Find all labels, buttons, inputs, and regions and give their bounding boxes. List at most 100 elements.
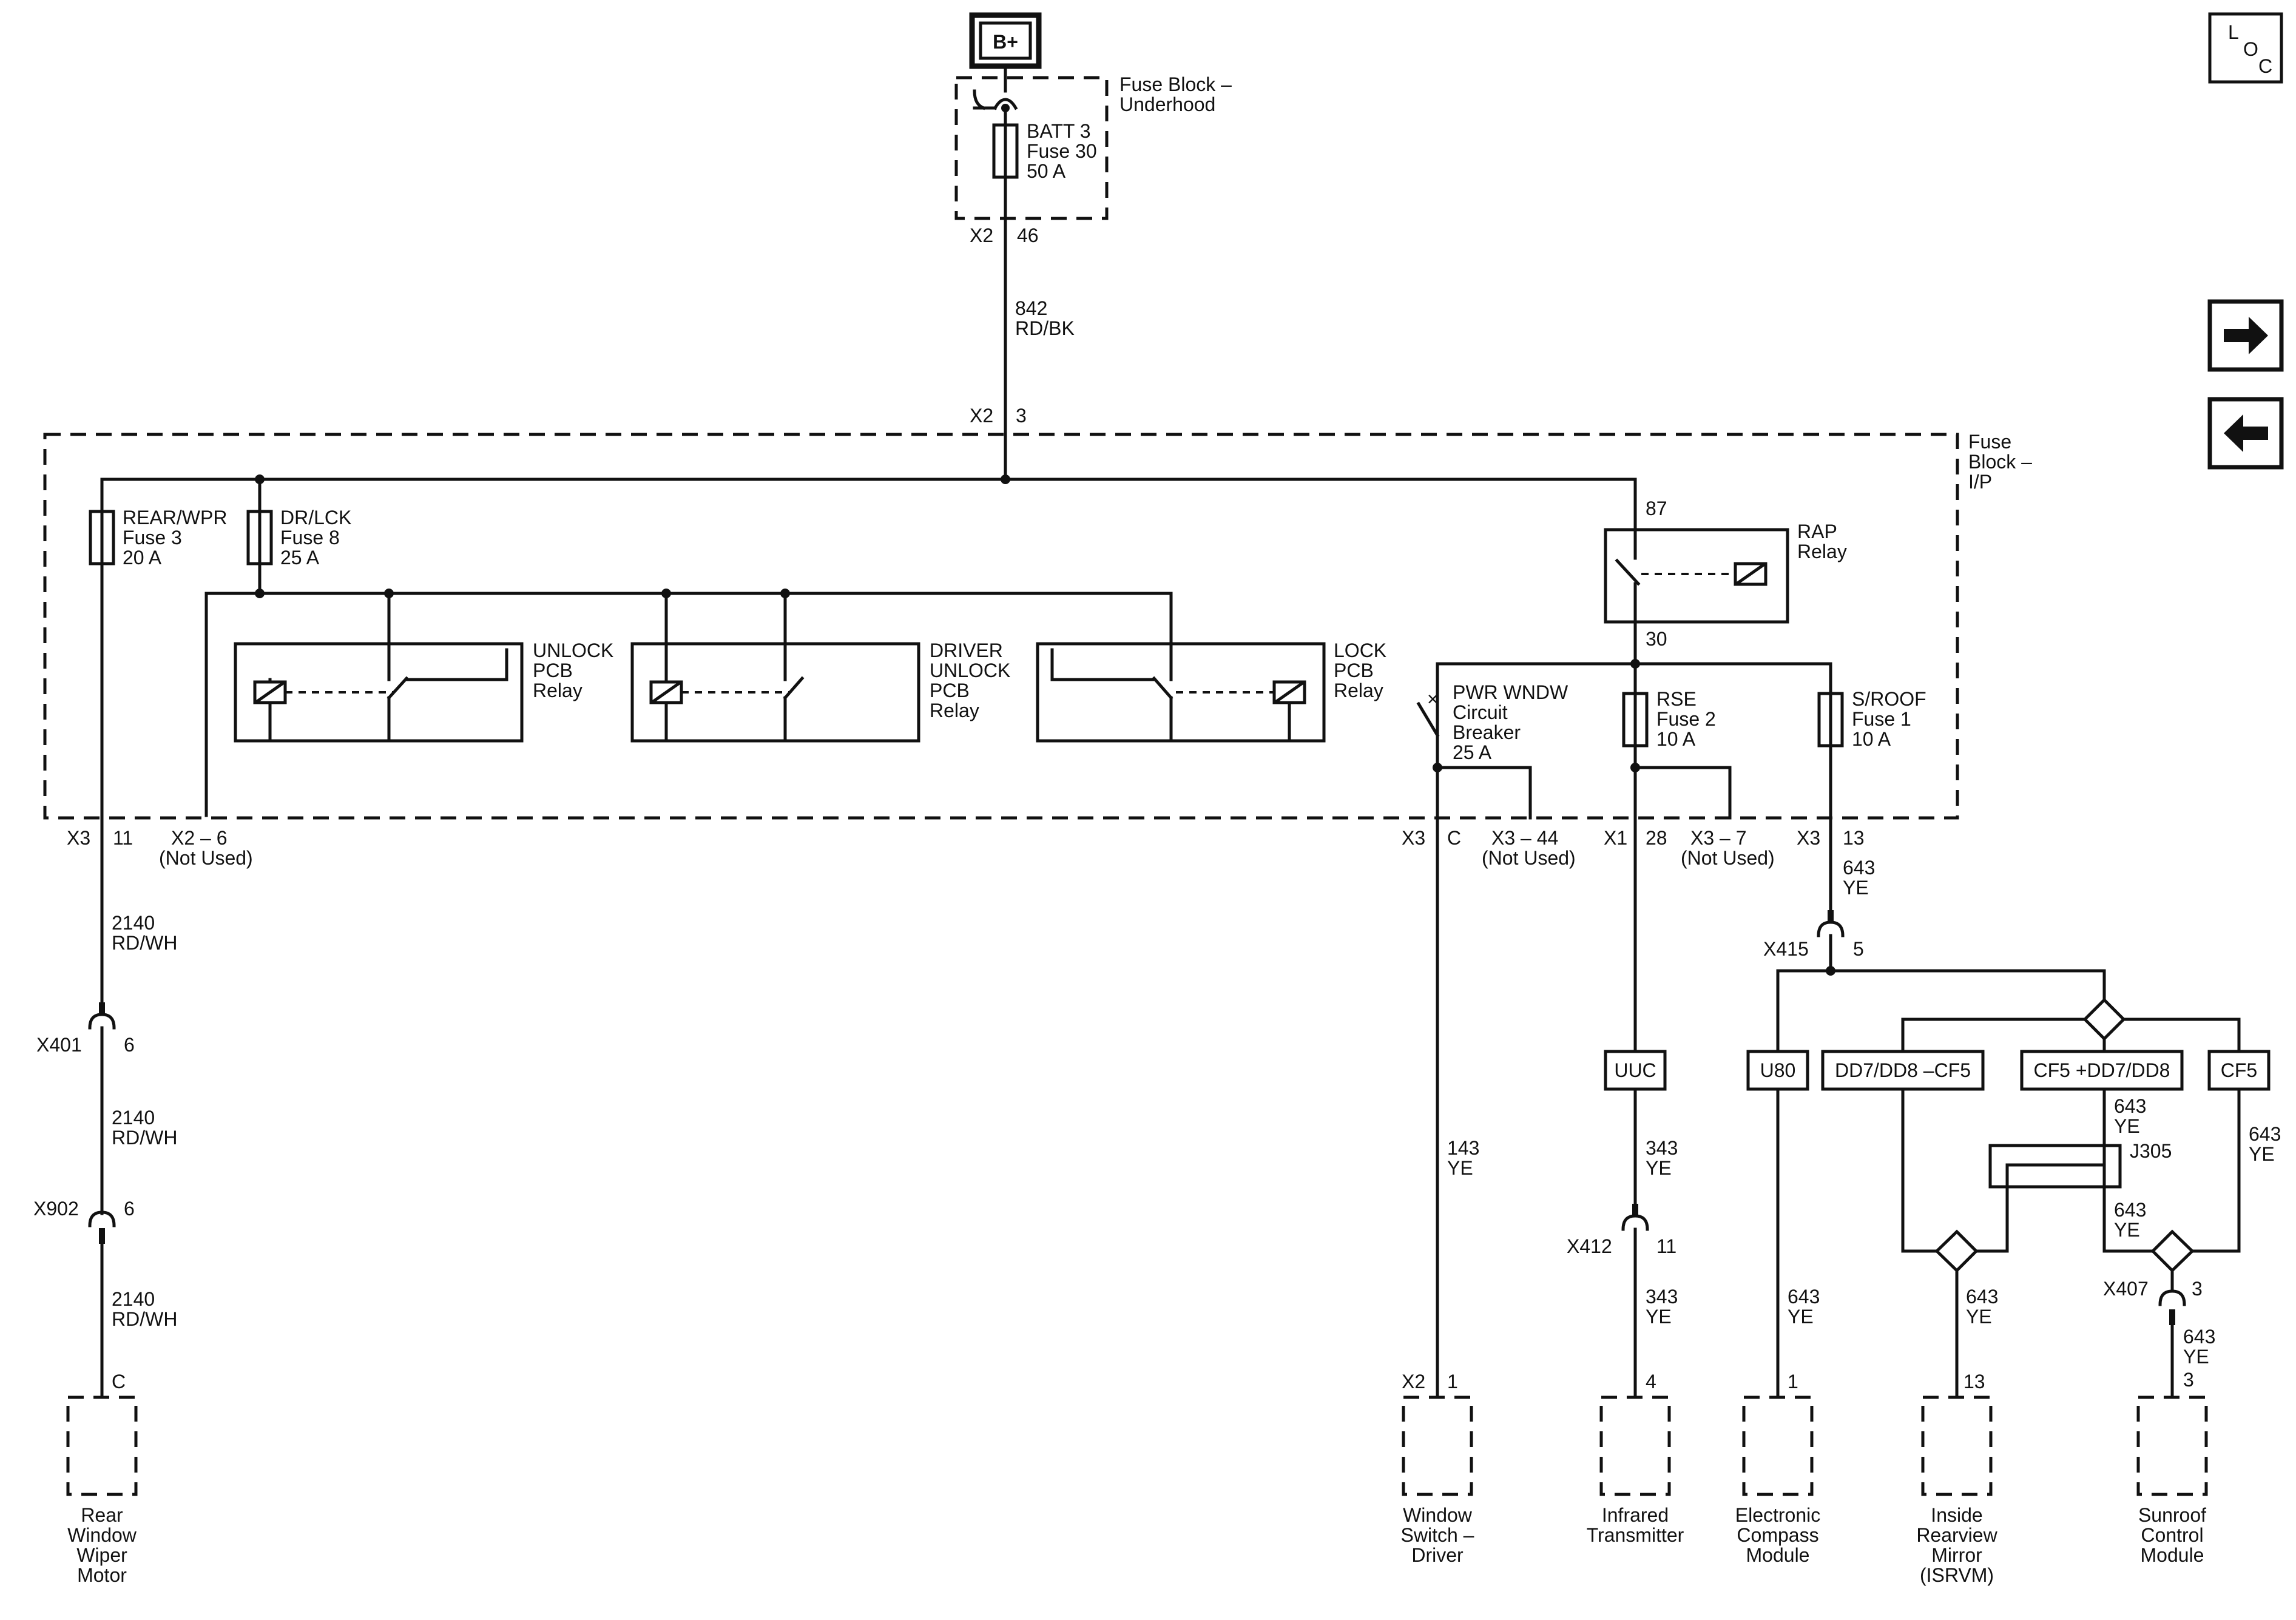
dr-lck-label: DR/LCK [280, 507, 351, 528]
svg-text:Fuse 2: Fuse 2 [1656, 708, 1716, 730]
wire-343-label-b: 343 [1646, 1286, 1678, 1308]
svg-text:C: C [1447, 827, 1461, 849]
svg-text:PCB: PCB [930, 680, 970, 701]
infrared-label: Infrared [1602, 1504, 1669, 1526]
svg-text:20 A: 20 A [123, 547, 162, 569]
conn-x1-28: X1 [1604, 827, 1627, 849]
sroof-fuse: S/ROOF Fuse 1 10 A [1817, 688, 1926, 912]
svg-text:13: 13 [1963, 1371, 1985, 1392]
compass-label: Electronic [1735, 1504, 1821, 1526]
svg-text:(ISRVM): (ISRVM) [1920, 1564, 1994, 1586]
svg-text:X902: X902 [33, 1198, 79, 1220]
svg-text:YE: YE [2183, 1346, 2209, 1368]
lock-relay-label: LOCK [1334, 640, 1386, 661]
fuse-block-ip [43, 433, 1959, 820]
svg-text:PCB: PCB [1334, 660, 1374, 681]
wire-2140-label-c: 2140 [112, 1288, 155, 1310]
wire-643-label-top: 643 [1843, 857, 1875, 879]
splice-j305: J305 [1974, 1140, 2172, 1253]
wire-643-label-u80: 643 [1788, 1286, 1820, 1308]
svg-text:Compass: Compass [1737, 1524, 1818, 1546]
batt3-label: BATT 3 [1027, 120, 1091, 142]
wire-343-label-a: 343 [1646, 1137, 1678, 1159]
svg-text:Breaker: Breaker [1453, 721, 1521, 743]
wire-643-label-cf5: 643 [2249, 1123, 2281, 1145]
wire-143-label: 143 [1447, 1137, 1479, 1159]
svg-text:Control: Control [2141, 1524, 2203, 1546]
connector-x412: X412 11 [1567, 1204, 1676, 1257]
unlock-relay-label: UNLOCK [533, 640, 613, 661]
svg-text:C: C [2258, 55, 2272, 77]
svg-text:Relay: Relay [930, 700, 979, 721]
fuse-block-underhood: Fuse Block – Underhood BATT 3 Fuse 30 50… [954, 73, 1232, 220]
conn-x3-7: X3 – 7 [1690, 827, 1747, 849]
option-cf5: CF5 [2221, 1059, 2257, 1081]
driver-unlock-pcb-relay: DRIVER UNLOCK PCB Relay [630, 592, 1010, 743]
svg-text:Driver: Driver [1411, 1544, 1464, 1566]
rse-label: RSE [1656, 688, 1697, 710]
option-u80: U80 [1760, 1059, 1796, 1081]
svg-text:1: 1 [1788, 1371, 1798, 1392]
svg-text:YE: YE [1788, 1306, 1814, 1328]
svg-text:6: 6 [124, 1034, 135, 1056]
svg-text:25 A: 25 A [1453, 741, 1492, 763]
battery-power-source: B+ [969, 12, 1042, 69]
previous-page-arrow-icon[interactable] [2207, 397, 2284, 470]
svg-text:UNLOCK: UNLOCK [930, 660, 1010, 681]
svg-text:O: O [2243, 38, 2258, 60]
svg-text:X407: X407 [2103, 1278, 2149, 1300]
svg-text:10 A: 10 A [1852, 728, 1891, 750]
svg-text:X412: X412 [1567, 1235, 1612, 1257]
conn-x3-13: X3 [1797, 827, 1820, 849]
driver-unlock-relay-label: DRIVER [930, 640, 1003, 661]
option-uuc-box [1604, 1050, 1667, 1091]
svg-text:Switch –: Switch – [1401, 1524, 1474, 1546]
svg-text:Module: Module [1746, 1544, 1810, 1566]
svg-text:5: 5 [1853, 938, 1864, 960]
svg-text:X401: X401 [36, 1034, 82, 1056]
option-uuc: UUC [1614, 1059, 1656, 1081]
svg-text:3: 3 [2183, 1369, 2194, 1391]
svg-text:YE: YE [2249, 1143, 2275, 1165]
rap-pin-30: 30 [1646, 628, 1667, 650]
mirror-join-diamond-icon [1934, 1229, 1979, 1273]
loc-icon[interactable]: L O C [2208, 12, 2283, 84]
wire-643-label-j305b: 643 [2114, 1199, 2146, 1221]
svg-text:YE: YE [1646, 1306, 1672, 1328]
svg-text:Fuse 8: Fuse 8 [280, 527, 340, 548]
svg-text:Relay: Relay [533, 680, 582, 701]
rse-fuse: RSE Fuse 2 10 A [1622, 662, 1732, 1078]
svg-text:RD/WH: RD/WH [112, 1308, 177, 1330]
svg-text:X415: X415 [1763, 938, 1809, 960]
wire-643-label-cf5p: 643 [2114, 1095, 2146, 1117]
svg-text:Window: Window [67, 1524, 137, 1546]
sunroof-join-diamond-icon [2150, 1229, 2195, 1273]
svg-text:Underhood: Underhood [1119, 93, 1215, 115]
svg-text:Rearview: Rearview [1916, 1524, 1997, 1546]
connector-x401: X401 6 [36, 1002, 135, 1056]
svg-text:25 A: 25 A [280, 547, 320, 569]
svg-text:13: 13 [1843, 827, 1865, 849]
wire-643-label-mirror: 643 [1966, 1286, 1998, 1308]
conn-x3-44: X3 – 44 [1491, 827, 1558, 849]
next-page-arrow-icon[interactable] [2207, 299, 2284, 372]
wiper-motor-label: Rear [81, 1504, 123, 1526]
svg-text:11: 11 [1656, 1235, 1676, 1257]
lock-pcb-relay: LOCK PCB Relay [1036, 640, 1386, 743]
svg-text:46: 46 [1017, 224, 1039, 246]
option-cf5-box [2207, 1050, 2271, 1091]
svg-text:3: 3 [2192, 1278, 2203, 1300]
svg-text:6: 6 [124, 1198, 135, 1220]
pwr-wndw-circuit-breaker: × PWR WNDW Circuit Breaker 25 A [1416, 681, 1568, 820]
conn-x3-11: X3 [67, 827, 90, 849]
rap-relay-label: RAP [1797, 521, 1837, 542]
svg-text:Transmitter: Transmitter [1587, 1524, 1684, 1546]
connector-x415: X415 5 [1763, 910, 1864, 960]
svg-text:Module: Module [2141, 1544, 2204, 1566]
svg-text:J305: J305 [2130, 1140, 2172, 1162]
option-split-diamond-icon [2082, 997, 2126, 1041]
svg-text:1: 1 [1447, 1371, 1458, 1392]
power-label: B+ [993, 31, 1018, 53]
svg-text:10 A: 10 A [1656, 728, 1696, 750]
svg-text:28: 28 [1646, 827, 1667, 849]
